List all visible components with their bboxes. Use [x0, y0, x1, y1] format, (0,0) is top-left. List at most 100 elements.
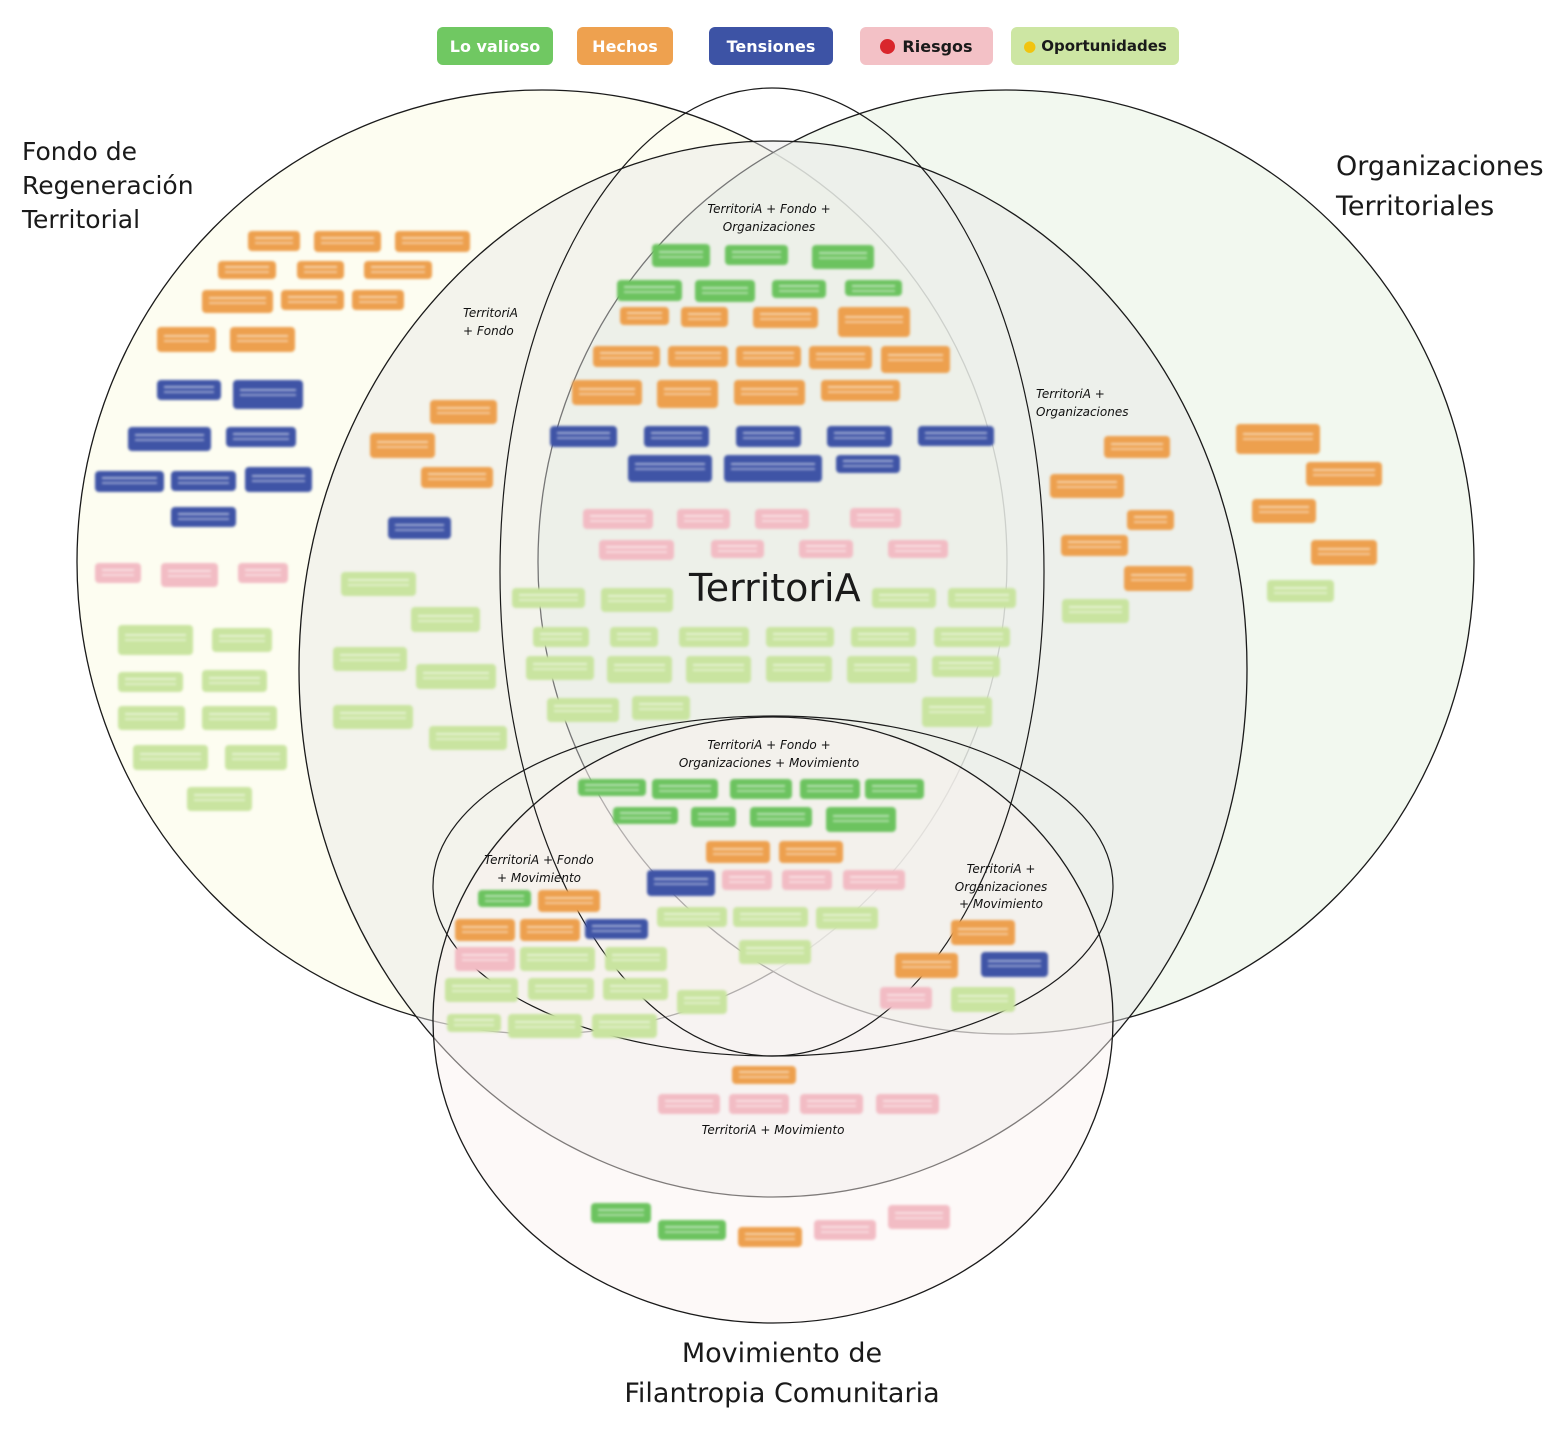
sticky-note-riesgos[interactable] [800, 1094, 863, 1114]
sticky-note-oportunidades[interactable] [922, 697, 992, 727]
sticky-note-tensiones[interactable] [981, 952, 1048, 977]
sticky-note-oportunidades[interactable] [118, 625, 193, 655]
sticky-note-hechos[interactable] [821, 380, 900, 401]
sticky-note-riesgos[interactable] [95, 563, 141, 583]
sticky-note-hechos[interactable] [1050, 474, 1124, 498]
sticky-note-riesgos[interactable] [161, 563, 218, 587]
sticky-note-oportunidades[interactable] [739, 940, 811, 964]
sticky-note-hechos[interactable] [202, 290, 273, 313]
sticky-note-hechos[interactable] [430, 400, 497, 424]
legend-riesgos[interactable]: Riesgos [860, 27, 993, 65]
sticky-note-hechos[interactable] [951, 920, 1015, 945]
sticky-note-valioso[interactable] [658, 1220, 726, 1240]
sticky-note-hechos[interactable] [753, 307, 818, 328]
sticky-note-oportunidades[interactable] [932, 656, 1000, 677]
sticky-note-hechos[interactable] [1124, 566, 1193, 591]
sticky-note-riesgos[interactable] [677, 509, 730, 529]
sticky-note-riesgos[interactable] [238, 563, 288, 583]
sticky-note-hechos[interactable] [1127, 510, 1174, 530]
sticky-note-oportunidades[interactable] [508, 1014, 582, 1038]
sticky-note-hechos[interactable] [395, 231, 470, 252]
sticky-note-tensiones[interactable] [550, 426, 617, 447]
sticky-note-valioso[interactable] [772, 280, 826, 298]
sticky-note-oportunidades[interactable] [447, 1014, 501, 1032]
sticky-note-hechos[interactable] [364, 261, 432, 279]
sticky-note-oportunidades[interactable] [657, 907, 727, 927]
sticky-note-hechos[interactable] [706, 841, 770, 863]
legend-lo-valioso[interactable]: Lo valioso [437, 27, 553, 65]
sticky-note-hechos[interactable] [895, 953, 958, 978]
sticky-note-oportunidades[interactable] [1267, 580, 1334, 602]
sticky-note-hechos[interactable] [538, 890, 600, 912]
sticky-note-oportunidades[interactable] [686, 656, 751, 683]
sticky-note-tensiones[interactable] [836, 455, 900, 473]
sticky-note-tensiones[interactable] [644, 426, 709, 447]
sticky-note-valioso[interactable] [725, 245, 788, 265]
sticky-note-hechos[interactable] [1252, 499, 1316, 523]
sticky-note-riesgos[interactable] [583, 509, 653, 529]
sticky-note-hechos[interactable] [668, 346, 728, 367]
sticky-note-oportunidades[interactable] [118, 672, 183, 692]
sticky-note-oportunidades[interactable] [528, 978, 594, 1000]
sticky-note-oportunidades[interactable] [333, 705, 413, 729]
sticky-note-hechos[interactable] [157, 327, 216, 352]
sticky-note-oportunidades[interactable] [607, 656, 672, 683]
sticky-note-riesgos[interactable] [814, 1220, 876, 1240]
sticky-note-hechos[interactable] [809, 346, 872, 369]
sticky-note-valioso[interactable] [695, 280, 755, 302]
sticky-note-oportunidades[interactable] [512, 588, 585, 608]
sticky-note-valioso[interactable] [730, 779, 792, 799]
sticky-note-oportunidades[interactable] [187, 787, 252, 811]
sticky-note-hechos[interactable] [881, 346, 950, 373]
legend-hechos[interactable]: Hechos [577, 27, 673, 65]
sticky-note-hechos[interactable] [370, 433, 435, 458]
sticky-note-valioso[interactable] [591, 1203, 651, 1223]
sticky-note-hechos[interactable] [657, 380, 718, 408]
sticky-note-tensiones[interactable] [736, 426, 801, 447]
sticky-note-oportunidades[interactable] [605, 947, 667, 971]
sticky-note-oportunidades[interactable] [677, 990, 727, 1014]
sticky-note-hechos[interactable] [572, 380, 642, 405]
sticky-note-oportunidades[interactable] [133, 745, 208, 770]
sticky-note-valioso[interactable] [812, 245, 874, 269]
sticky-note-oportunidades[interactable] [592, 1014, 657, 1038]
sticky-note-hechos[interactable] [520, 919, 580, 941]
sticky-note-tensiones[interactable] [388, 517, 451, 539]
sticky-note-valioso[interactable] [800, 779, 860, 799]
sticky-note-oportunidades[interactable] [733, 907, 808, 927]
sticky-note-riesgos[interactable] [658, 1094, 720, 1114]
sticky-note-oportunidades[interactable] [601, 588, 673, 612]
sticky-note-oportunidades[interactable] [1062, 599, 1129, 623]
sticky-note-valioso[interactable] [652, 779, 718, 799]
sticky-note-tensiones[interactable] [128, 427, 211, 451]
sticky-note-oportunidades[interactable] [429, 726, 507, 750]
sticky-note-hechos[interactable] [734, 380, 805, 405]
sticky-note-hechos[interactable] [314, 231, 381, 252]
sticky-note-valioso[interactable] [578, 779, 646, 796]
sticky-note-oportunidades[interactable] [411, 607, 480, 632]
legend-tensiones[interactable]: Tensiones [709, 27, 833, 65]
sticky-note-hechos[interactable] [281, 290, 344, 310]
sticky-note-hechos[interactable] [838, 307, 910, 337]
sticky-note-hechos[interactable] [593, 346, 660, 367]
sticky-note-tensiones[interactable] [245, 467, 312, 492]
sticky-note-oportunidades[interactable] [766, 627, 834, 647]
sticky-note-oportunidades[interactable] [547, 698, 619, 722]
sticky-note-riesgos[interactable] [599, 540, 674, 560]
sticky-note-hechos[interactable] [421, 467, 493, 488]
sticky-note-hechos[interactable] [297, 261, 344, 279]
sticky-note-oportunidades[interactable] [766, 656, 832, 682]
sticky-note-riesgos[interactable] [722, 870, 772, 890]
sticky-note-hechos[interactable] [230, 327, 295, 352]
sticky-note-riesgos[interactable] [711, 540, 764, 558]
sticky-note-tensiones[interactable] [918, 426, 994, 446]
sticky-note-tensiones[interactable] [827, 426, 892, 447]
sticky-note-tensiones[interactable] [585, 919, 648, 939]
sticky-note-hechos[interactable] [352, 290, 404, 310]
sticky-note-oportunidades[interactable] [533, 627, 589, 647]
sticky-note-oportunidades[interactable] [951, 987, 1015, 1012]
sticky-note-valioso[interactable] [652, 244, 710, 267]
sticky-note-riesgos[interactable] [755, 509, 809, 529]
sticky-note-hechos[interactable] [779, 841, 843, 863]
sticky-note-oportunidades[interactable] [679, 627, 749, 647]
